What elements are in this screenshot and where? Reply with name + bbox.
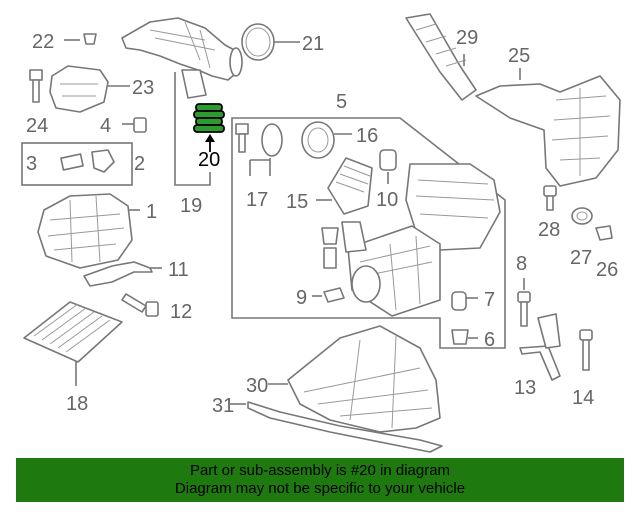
callout-6: 6 bbox=[484, 329, 495, 351]
callout-2: 2 bbox=[134, 153, 145, 175]
group-box-2 bbox=[21, 142, 133, 186]
air-cleaner-housing bbox=[341, 163, 501, 317]
arrow-20 bbox=[205, 134, 215, 142]
part-1-cover bbox=[37, 193, 140, 269]
callout-24: 24 bbox=[26, 115, 48, 137]
intake-duct bbox=[121, 17, 243, 99]
callout-22: 22 bbox=[32, 31, 54, 53]
info-banner: Part or sub-assembly is #20 in diagram D… bbox=[16, 458, 624, 502]
callout-13: 13 bbox=[514, 377, 536, 399]
part-6-stud bbox=[451, 329, 478, 345]
part-15-tube bbox=[316, 157, 373, 215]
part-11-harness bbox=[83, 261, 162, 287]
part-2-sensor bbox=[91, 149, 115, 173]
callout-5: 5 bbox=[336, 91, 347, 113]
part-8-bolt bbox=[517, 278, 531, 327]
part-17-clamp bbox=[235, 123, 283, 176]
part-28-bolt bbox=[543, 185, 557, 211]
part-18-filter bbox=[23, 301, 123, 386]
banner-line-2: Diagram may not be specific to your vehi… bbox=[174, 480, 466, 497]
callout-11: 11 bbox=[168, 259, 189, 281]
callout-29: 29 bbox=[456, 27, 478, 49]
part-10-grommet bbox=[379, 149, 397, 184]
callout-19: 19 bbox=[180, 195, 202, 217]
callout-26: 26 bbox=[596, 259, 618, 281]
callout-30: 30 bbox=[246, 375, 268, 397]
callout-14: 14 bbox=[572, 387, 594, 409]
group-box-5 bbox=[231, 117, 506, 349]
part-24-bolt bbox=[29, 69, 43, 103]
part-26-clip bbox=[595, 225, 613, 241]
callout-20: 20 bbox=[198, 149, 220, 171]
callout-12: 12 bbox=[170, 301, 192, 323]
callout-8: 8 bbox=[516, 253, 527, 275]
part-14-bolt bbox=[579, 329, 593, 371]
part-12-bolt bbox=[121, 293, 159, 317]
part-16-joint bbox=[301, 121, 352, 159]
part-20-bellows bbox=[193, 103, 225, 133]
part-29-hose bbox=[405, 13, 477, 101]
banner-line-1: Part or sub-assembly is #20 in diagram bbox=[189, 462, 451, 479]
part-22-clip bbox=[64, 33, 97, 45]
callout-28: 28 bbox=[538, 219, 560, 241]
callout-25: 25 bbox=[508, 45, 530, 67]
part-21-clamp bbox=[241, 23, 300, 61]
part-9-grommet bbox=[312, 227, 345, 303]
callout-16: 16 bbox=[356, 125, 378, 147]
callout-15: 15 bbox=[286, 191, 308, 213]
callout-4: 4 bbox=[100, 115, 111, 137]
bracket-19 bbox=[174, 72, 211, 186]
callout-23: 23 bbox=[132, 77, 154, 99]
part-25-resonator bbox=[475, 68, 621, 187]
callout-1: 1 bbox=[146, 201, 157, 223]
part-31-strip bbox=[230, 401, 443, 453]
part-7-grommet bbox=[451, 291, 478, 311]
callout-7: 7 bbox=[484, 289, 495, 311]
part-30-shield bbox=[268, 325, 441, 433]
part-3-sensor bbox=[60, 153, 84, 171]
callout-10: 10 bbox=[376, 189, 398, 211]
part-23-bracket bbox=[49, 65, 130, 113]
callout-9: 9 bbox=[296, 287, 307, 309]
part-13-bracket bbox=[519, 313, 561, 381]
part-27-grommet bbox=[571, 207, 593, 225]
callout-18: 18 bbox=[66, 393, 88, 415]
callout-17: 17 bbox=[246, 189, 268, 211]
callout-3: 3 bbox=[26, 153, 37, 175]
callout-27: 27 bbox=[570, 247, 592, 269]
part-4-bolt bbox=[122, 117, 147, 133]
callout-31: 31 bbox=[212, 395, 234, 417]
parts-diagram: 22 21 23 24 4 3 2 1 11 12 18 19 20 5 16 … bbox=[21, 13, 621, 453]
callout-21: 21 bbox=[302, 33, 324, 55]
